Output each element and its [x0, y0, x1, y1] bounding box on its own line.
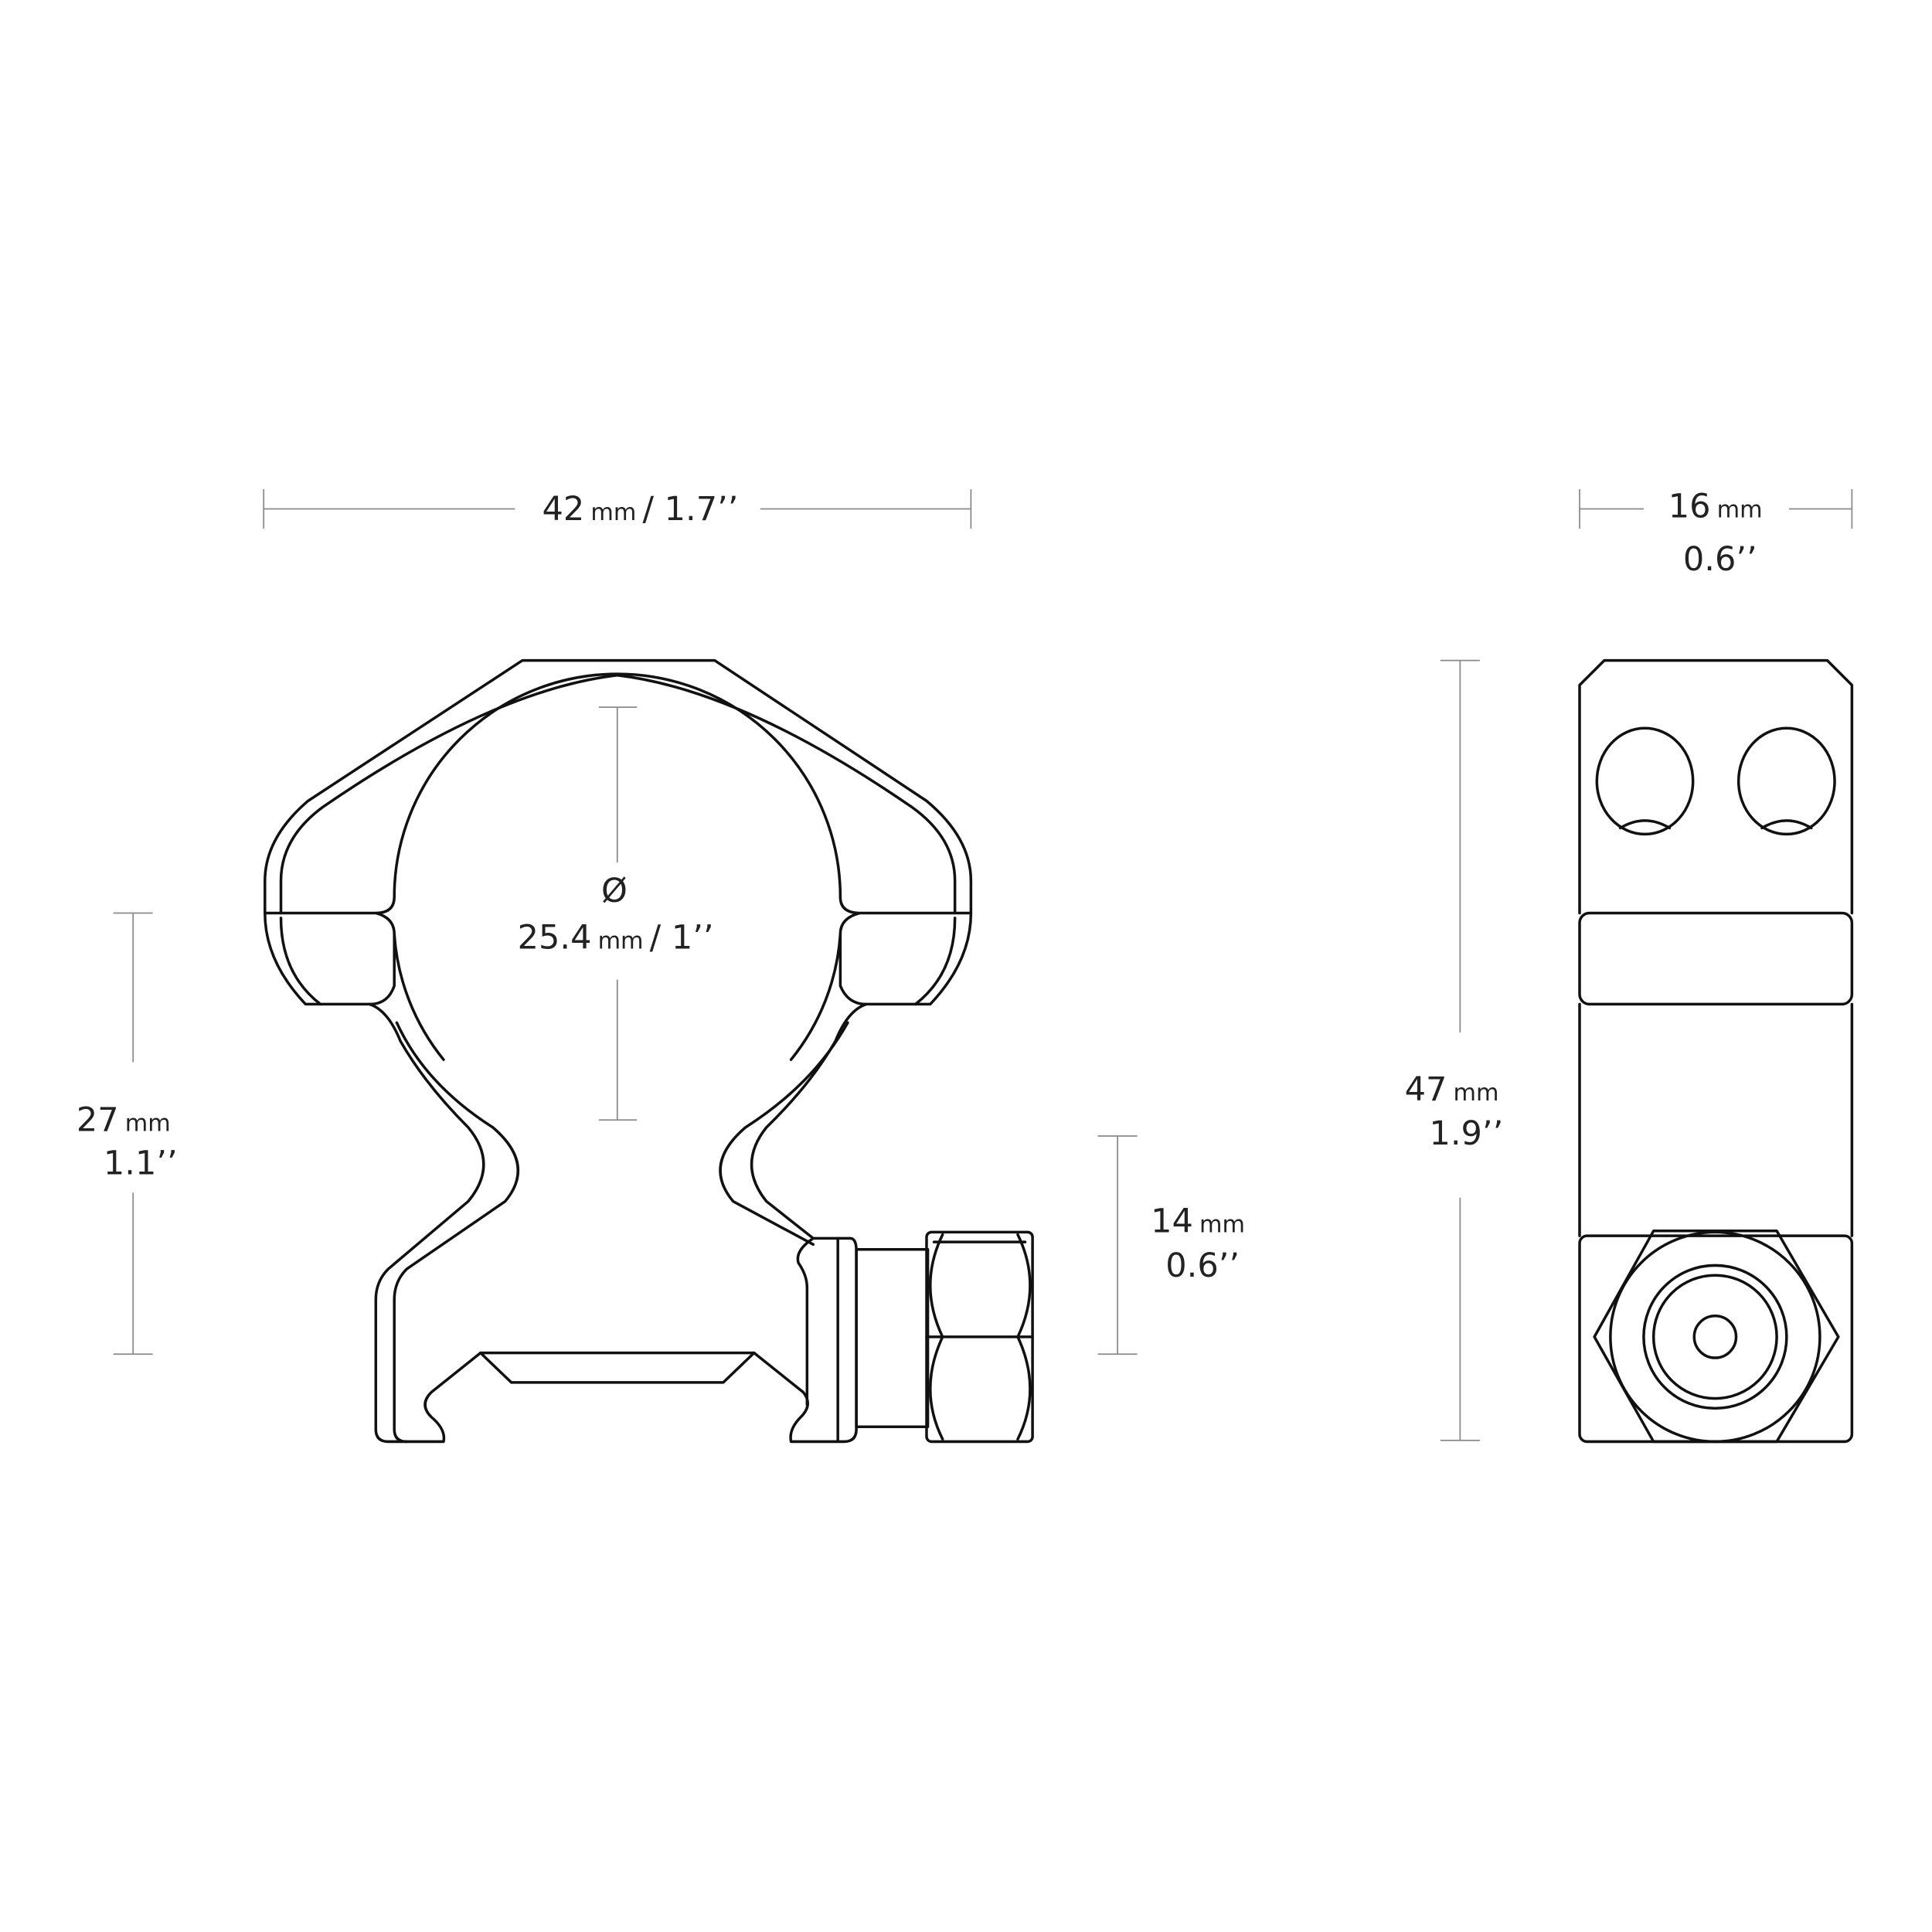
nut-hexagon — [1593, 1230, 1840, 1444]
base-right — [750, 1002, 868, 1444]
center-height-label: 27 mm — [77, 1101, 171, 1140]
base-left-inner — [393, 1021, 520, 1444]
clamp-height-label: 14 mm — [1151, 1202, 1245, 1240]
nut-ring-inner — [1651, 1274, 1778, 1400]
diameter-symbol: Ø — [601, 872, 628, 910]
rail-slot — [479, 1351, 756, 1384]
nut-ring-outer — [1642, 1264, 1788, 1410]
tube-bore — [393, 672, 842, 1061]
bolt-end — [1692, 1315, 1738, 1359]
clamp-bolt — [855, 1247, 930, 1429]
total-height-imperial: 1.9’’ — [1429, 1114, 1503, 1153]
width-side-imperial: 0.6’’ — [1683, 540, 1757, 579]
base-right-inner — [719, 1021, 849, 1247]
side-split-band — [1578, 911, 1854, 1006]
clamp-plate — [836, 1236, 858, 1444]
width-front-label: 42 mm / 1.7’’ — [543, 490, 739, 529]
cap-screw-hole-right — [1736, 726, 1836, 836]
width-side-label: 16 mm — [1668, 488, 1763, 526]
base-left — [368, 1002, 485, 1444]
ring-split-right — [838, 895, 973, 1006]
center-height-imperial: 1.1’’ — [104, 1144, 178, 1182]
front-view-ring — [264, 658, 1034, 1444]
ring-split-left — [264, 895, 396, 1006]
cap-screw-hole-left — [1595, 726, 1695, 836]
ring-cap-outline — [264, 658, 973, 915]
screw-hole-shadows — [1618, 819, 1813, 830]
nut-washer — [1609, 1230, 1821, 1444]
total-height-label: 47 mm — [1405, 1070, 1499, 1109]
clamp-height-imperial: 0.6’’ — [1165, 1247, 1240, 1285]
side-body — [1578, 1002, 1854, 1237]
side-view-ring — [1578, 658, 1854, 1444]
diameter-label: 25.4 mm / 1’’ — [518, 919, 714, 957]
dimension-lines — [113, 488, 1853, 1441]
side-cap — [1578, 658, 1854, 915]
ring-split-inner — [279, 917, 957, 1006]
nut-facets — [925, 1233, 1034, 1440]
